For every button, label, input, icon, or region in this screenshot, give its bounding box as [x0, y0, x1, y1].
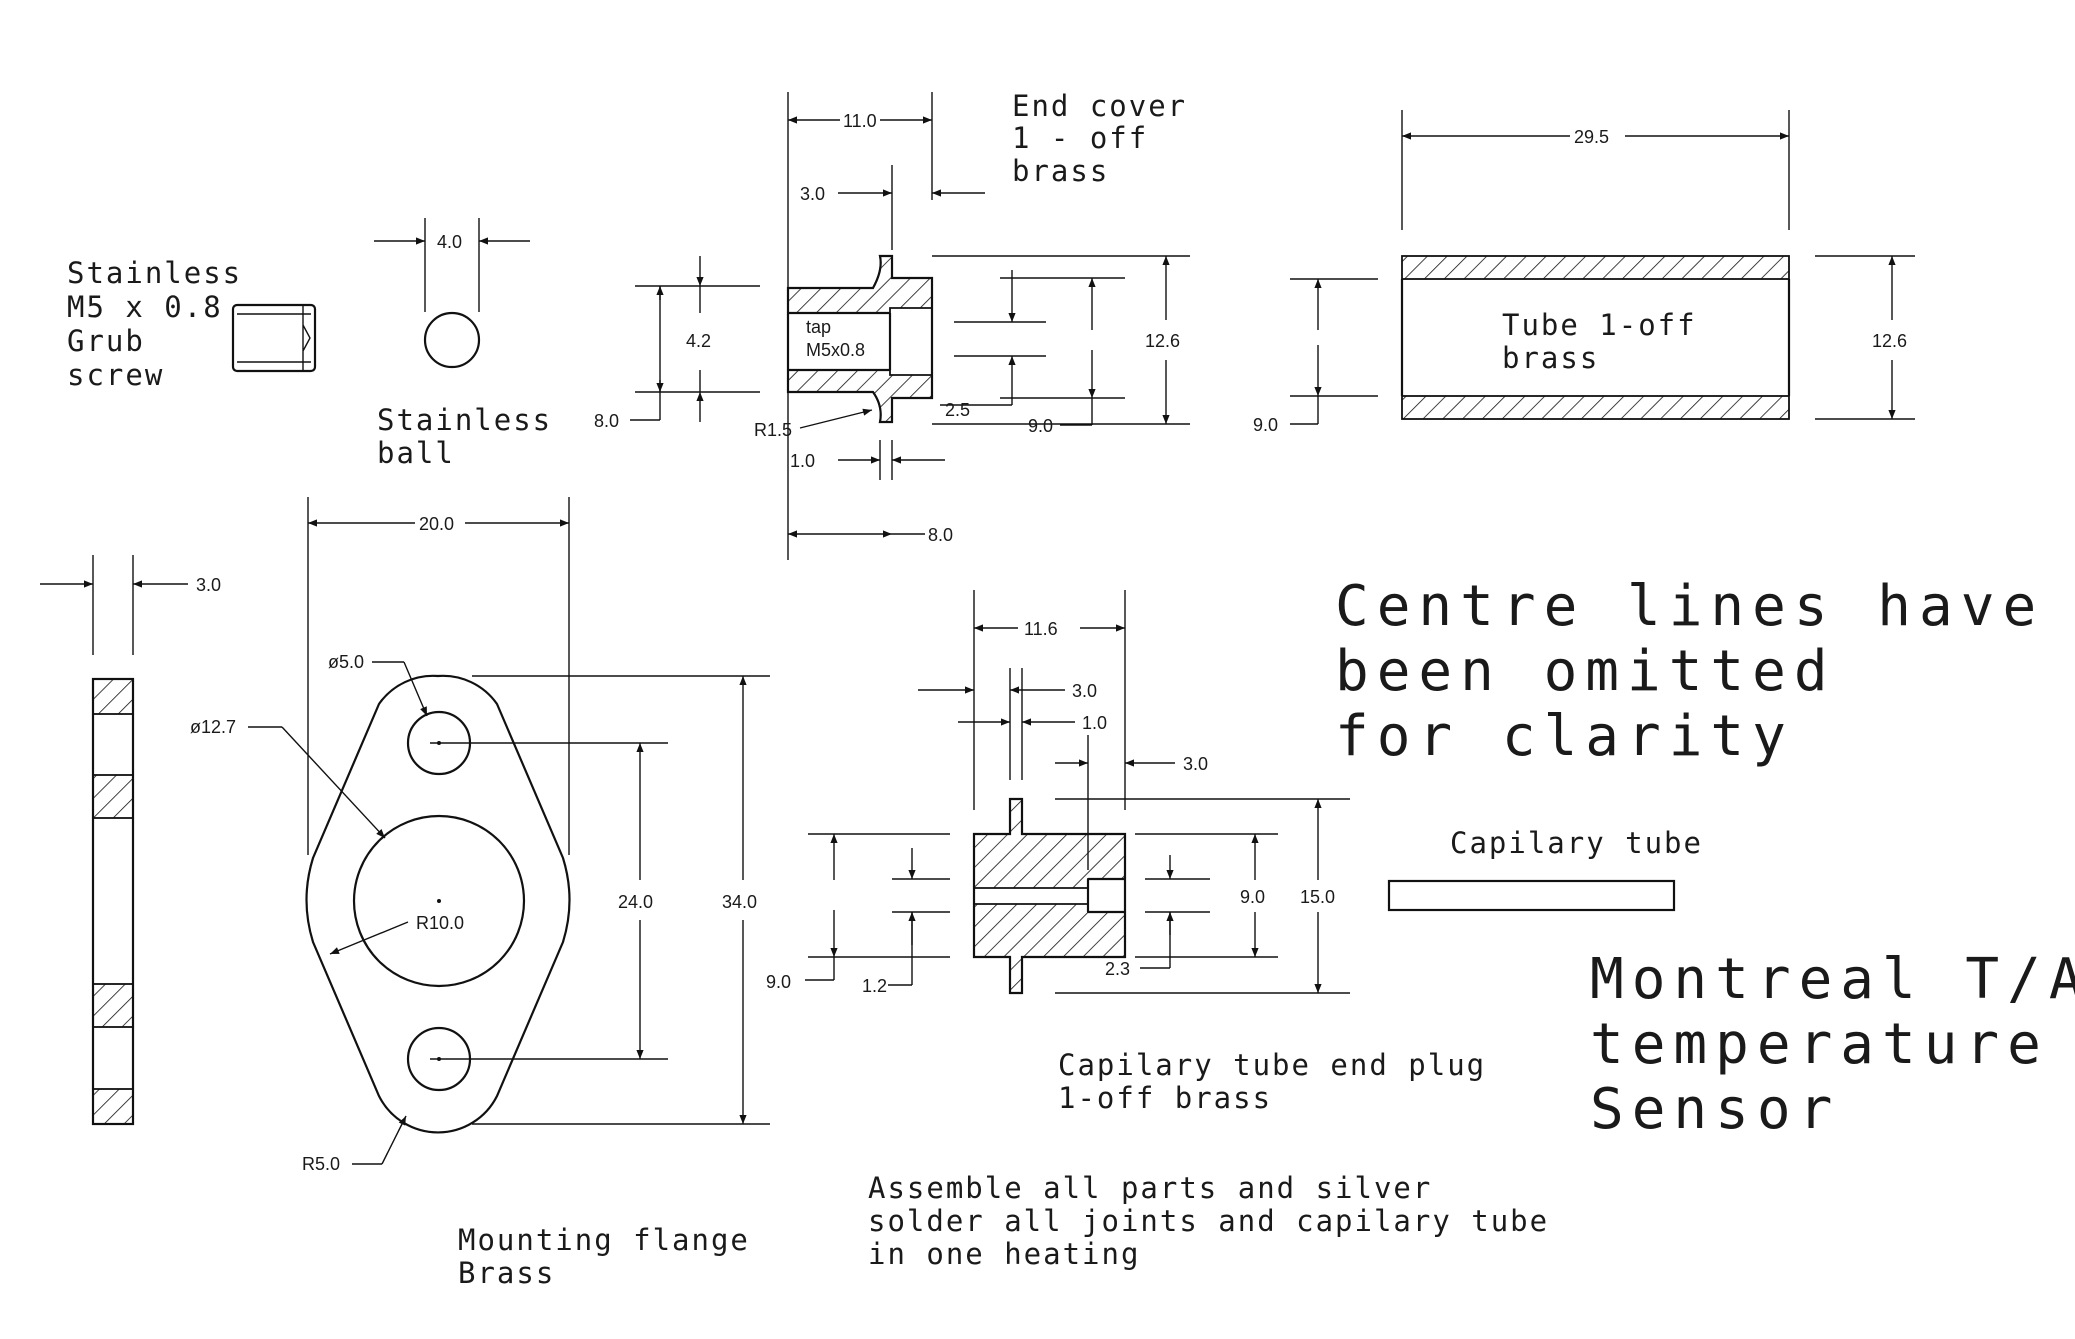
centre-note-line-3: for clarity [1335, 704, 1794, 769]
end-plug-dim-1: 1.0 [1082, 713, 1107, 733]
assemble-line-2: solder all joints and capilary tube [868, 1204, 1549, 1238]
flange-dim-hole: ø5.0 [328, 652, 364, 672]
ball-label-1: Stainless [377, 403, 552, 437]
flange-dim-r10: R10.0 [416, 913, 464, 933]
end-cover-dim-4-2: 4.2 [686, 331, 711, 351]
title-line-2: temperature [1590, 1012, 2049, 1077]
grub-screw-label-4: screw [67, 358, 164, 392]
tap-label-1: tap [806, 317, 831, 337]
tube-label-2: brass [1502, 341, 1599, 375]
end-cover-dim-r1-5: R1.5 [754, 420, 792, 440]
flange-dim-r5: R5.0 [302, 1154, 340, 1174]
ball-label-2: ball [377, 436, 455, 470]
end-cover-dim-2-5: 2.5 [945, 400, 970, 420]
grub-screw-label-1: Stainless [67, 256, 242, 290]
flange-dim-boss: ø12.7 [190, 717, 236, 737]
end-cover-dim-1: 1.0 [790, 451, 815, 471]
capillary-label: Capilary tube [1450, 826, 1703, 860]
end-cover-dim-8: 8.0 [594, 411, 619, 431]
end-cover-dim-8b: 8.0 [928, 525, 953, 545]
assembly-note: Assemble all parts and silver solder all… [868, 1171, 1549, 1271]
assemble-line-1: Assemble all parts and silver [868, 1171, 1432, 1205]
capillary-tube-part: Capilary tube [1387, 826, 1703, 912]
flange-label-2: Brass [458, 1256, 555, 1290]
drawing-title: Montreal T/A temperature Sensor [1590, 947, 2075, 1142]
end-cover-dim-11: 11.0 [843, 111, 877, 131]
grub-screw-label-3: Grub [67, 324, 145, 358]
flange-front-view: 20.0 24.0 34.0 ø5.0 ø12.7 R10.0 R5.0 Mou… [190, 497, 770, 1290]
end-cover-label-2: 1 - off [1012, 121, 1148, 155]
end-plug-dim-1-2: 1.2 [862, 976, 887, 996]
end-cover-part: tap M5x0.8 11.0 3.0 4.2 8.0 [594, 89, 1190, 560]
assemble-line-3: in one heating [868, 1237, 1140, 1271]
end-plug-dim-9b: 9.0 [1240, 887, 1265, 907]
tube-label-1: Tube 1-off [1502, 308, 1697, 342]
centre-lines-note: Centre lines have been omitted for clari… [1335, 574, 2044, 769]
end-plug-label-2: 1-off brass [1058, 1081, 1272, 1115]
end-plug-dim-3a: 3.0 [1072, 681, 1097, 701]
end-plug-dim-15: 15.0 [1300, 887, 1335, 907]
flange-dim-thk: 3.0 [196, 575, 221, 595]
end-cover-dim-3: 3.0 [800, 184, 825, 204]
tube-dim-29-5: 29.5 [1574, 127, 1609, 147]
centre-note-line-2: been omitted [1335, 639, 1836, 704]
flange-side-view: 3.0 [40, 555, 221, 1126]
end-plug-dim-9a: 9.0 [766, 972, 791, 992]
grub-screw-part: Stainless M5 x 0.8 Grub screw [67, 256, 317, 392]
centre-note-line-1: Centre lines have [1335, 574, 2044, 639]
flange-label-1: Mounting flange [458, 1223, 750, 1257]
title-line-3: Sensor [1590, 1077, 1840, 1142]
ball-dim-4: 4.0 [437, 232, 462, 252]
title-line-1: Montreal T/A [1590, 947, 2075, 1012]
end-cover-label-3: brass [1012, 154, 1109, 188]
end-cover-dim-12-6: 12.6 [1145, 331, 1180, 351]
end-cover-label-1: End cover [1012, 89, 1187, 123]
flange-dim-20: 20.0 [419, 514, 454, 534]
tube-dim-12-6: 12.6 [1872, 331, 1907, 351]
end-plug-label-1: Capilary tube end plug [1058, 1048, 1486, 1082]
flange-dim-34: 34.0 [722, 892, 757, 912]
tube-dim-9: 9.0 [1253, 415, 1278, 435]
tube-part: 29.5 12.6 9.0 Tube 1-off brass [1253, 110, 1915, 435]
end-cover-dim-9: 9.0 [1028, 416, 1053, 436]
grub-screw-label-2: M5 x 0.8 [67, 290, 223, 324]
end-plug-part: 11.6 3.0 1.0 3.0 9.0 1.2 9.0 2.3 [766, 590, 1486, 1115]
end-plug-dim-3c: 3.0 [1183, 754, 1208, 774]
tap-label-2: M5x0.8 [806, 340, 865, 360]
flange-dim-24: 24.0 [618, 892, 653, 912]
ball-part: 4.0 Stainless ball [374, 218, 552, 470]
end-plug-dim-11-6: 11.6 [1024, 619, 1058, 639]
end-plug-dim-2-3: 2.3 [1105, 959, 1130, 979]
